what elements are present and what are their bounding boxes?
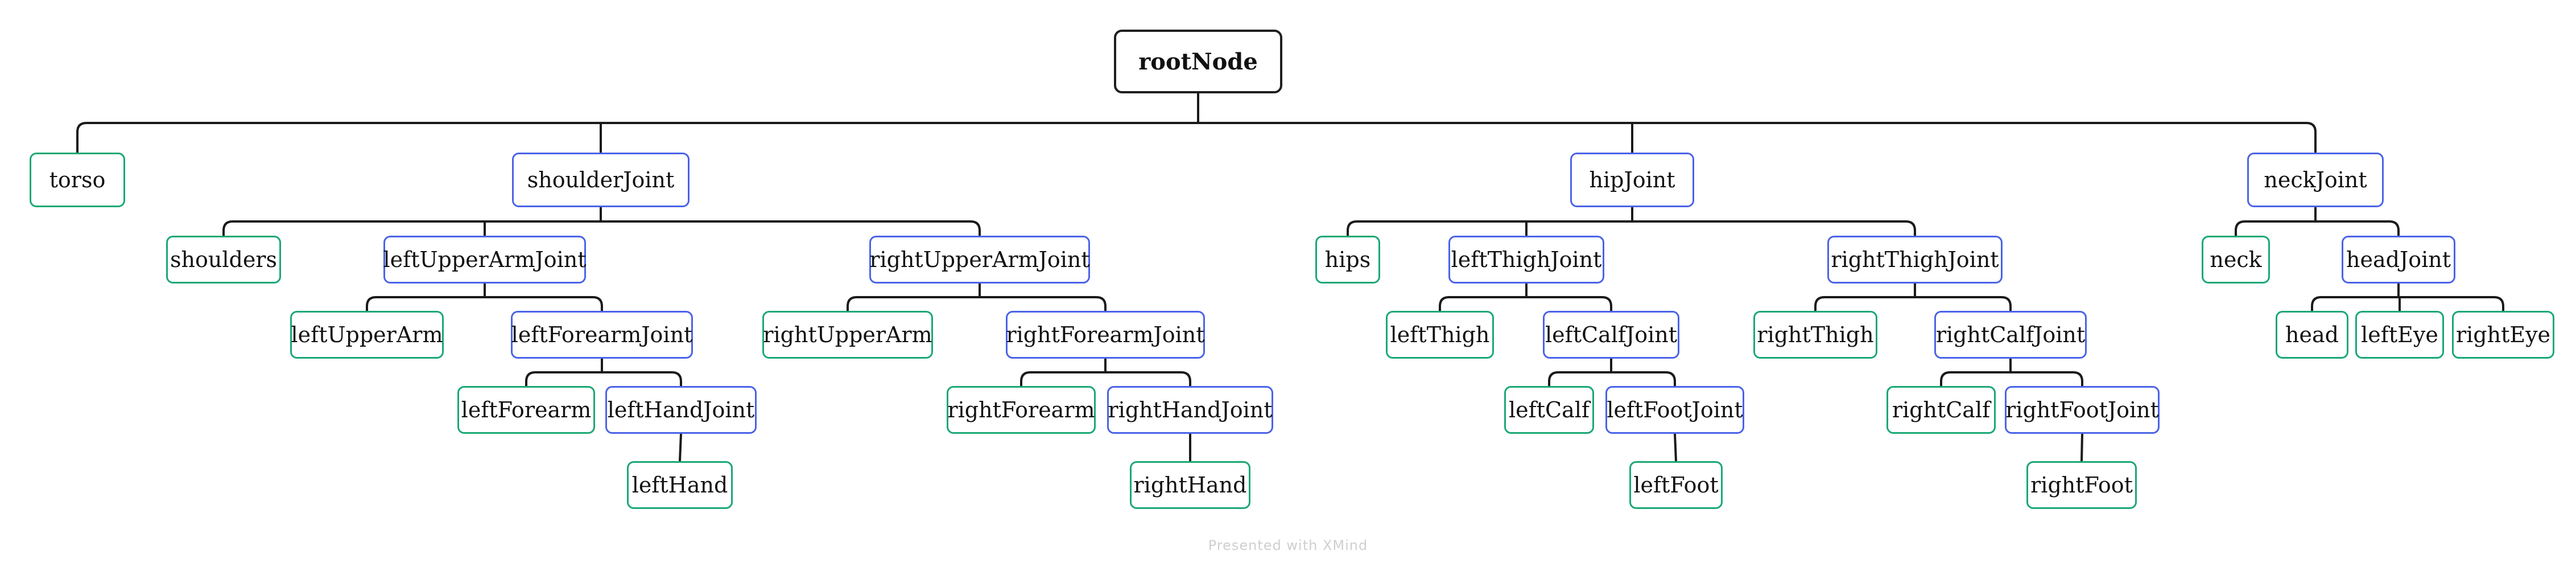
- connector-left-upper-arm-joint-branch-left-upper-arm: [366, 296, 377, 311]
- connector-root-node-branch-neck-joint: [2306, 122, 2317, 153]
- node-shoulder-joint[interactable]: shoulderJoint: [512, 153, 690, 207]
- node-right-eye[interactable]: rightEye: [2452, 311, 2554, 359]
- node-right-foot[interactable]: rightFoot: [2026, 461, 2137, 509]
- node-left-thigh[interactable]: leftThigh: [1386, 311, 1494, 359]
- node-left-calf[interactable]: leftCalf: [1504, 386, 1594, 434]
- connector-left-hand-joint: [679, 433, 682, 462]
- connector-left-thigh-joint-branch-left-thigh: [1439, 296, 1450, 311]
- node-shoulders[interactable]: shoulders: [166, 236, 281, 284]
- connector-right-calf-joint-branch-right-calf: [1940, 371, 1951, 386]
- connector-head-joint-branch-head: [2311, 296, 2322, 311]
- connector-head-joint-branch-right-eye: [2494, 296, 2504, 311]
- connector-right-forearm-joint-branch-right-hand-joint: [1180, 371, 1191, 386]
- node-left-hand-joint[interactable]: leftHandJoint: [605, 386, 757, 434]
- node-left-foot-joint[interactable]: leftFootJoint: [1605, 386, 1744, 434]
- connector-right-upper-arm-joint-branch-right-forearm-joint: [1096, 296, 1107, 311]
- node-left-thigh-joint[interactable]: leftThighJoint: [1448, 236, 1604, 284]
- connector-hip-joint-branch-hips: [1347, 220, 1357, 236]
- node-right-thigh-joint[interactable]: rightThighJoint: [1827, 236, 2003, 284]
- node-right-thigh[interactable]: rightThigh: [1753, 311, 1877, 359]
- node-left-foot[interactable]: leftFoot: [1629, 461, 1723, 509]
- node-root-node[interactable]: rootNode: [1114, 30, 1282, 93]
- connector-left-calf-joint-branch-left-foot-joint: [1665, 371, 1676, 386]
- node-right-forearm[interactable]: rightForearm: [947, 386, 1096, 434]
- node-head-joint[interactable]: headJoint: [2342, 236, 2455, 284]
- node-hips[interactable]: hips: [1315, 236, 1380, 284]
- connector-neck-joint-branch-neck: [2235, 220, 2245, 236]
- node-right-upper-arm[interactable]: rightUpperArm: [762, 311, 933, 359]
- node-right-upper-arm-joint[interactable]: rightUpperArmJoint: [869, 236, 1090, 284]
- node-neck-joint[interactable]: neckJoint: [2247, 153, 2384, 207]
- node-left-forearm-joint[interactable]: leftForearmJoint: [511, 311, 693, 359]
- node-right-hand-joint[interactable]: rightHandJoint: [1107, 386, 1273, 434]
- connector-shoulder-joint-branch-right-upper-arm-joint: [970, 220, 981, 236]
- connector-neck-joint-branch-head-joint: [2389, 220, 2400, 236]
- connector-hip-joint-branch-right-thigh-joint: [1905, 220, 1916, 236]
- connector-left-upper-arm-joint-branch-left-forearm-joint: [592, 296, 603, 311]
- node-left-upper-arm-joint[interactable]: leftUpperArmJoint: [383, 236, 586, 284]
- node-left-forearm[interactable]: leftForearm: [457, 386, 595, 434]
- node-right-foot-joint[interactable]: rightFootJoint: [2005, 386, 2160, 434]
- connector-right-upper-arm-joint-branch-right-upper-arm: [847, 296, 857, 311]
- connector-left-thigh-joint-branch-left-calf-joint: [1601, 296, 1612, 311]
- node-right-calf-joint[interactable]: rightCalfJoint: [1934, 311, 2087, 359]
- node-head[interactable]: head: [2276, 311, 2348, 359]
- connector-right-thigh-joint-branch-right-thigh: [1814, 296, 1825, 311]
- connector-left-foot-joint: [1674, 433, 1677, 462]
- connector-right-calf-joint-branch-right-foot-joint: [2073, 371, 2083, 386]
- connector-left-forearm-joint-branch-left-forearm: [525, 371, 536, 386]
- node-left-hand[interactable]: leftHand: [627, 461, 733, 509]
- node-left-upper-arm[interactable]: leftUpperArm: [290, 311, 444, 359]
- connector-left-forearm-joint-branch-left-hand-joint: [671, 371, 682, 386]
- node-hip-joint[interactable]: hipJoint: [1570, 153, 1694, 207]
- node-neck[interactable]: neck: [2202, 236, 2270, 284]
- connector-right-forearm-joint-branch-right-forearm: [1020, 371, 1031, 386]
- node-right-hand[interactable]: rightHand: [1130, 461, 1250, 509]
- node-left-eye[interactable]: leftEye: [2355, 311, 2444, 359]
- xmind-watermark: Presented with XMind: [1208, 537, 1368, 553]
- connector-right-thigh-joint-branch-right-calf-joint: [2001, 296, 2012, 311]
- node-torso[interactable]: torso: [30, 153, 125, 207]
- connector-root-node-branch-torso: [76, 122, 87, 153]
- connector-left-calf-joint-branch-left-calf: [1548, 371, 1559, 386]
- node-right-calf[interactable]: rightCalf: [1886, 386, 1996, 434]
- node-left-calf-joint[interactable]: leftCalfJoint: [1543, 311, 1679, 359]
- connector-shoulder-joint-branch-shoulders: [222, 220, 233, 236]
- node-right-forearm-joint[interactable]: rightForearmJoint: [1006, 311, 1205, 359]
